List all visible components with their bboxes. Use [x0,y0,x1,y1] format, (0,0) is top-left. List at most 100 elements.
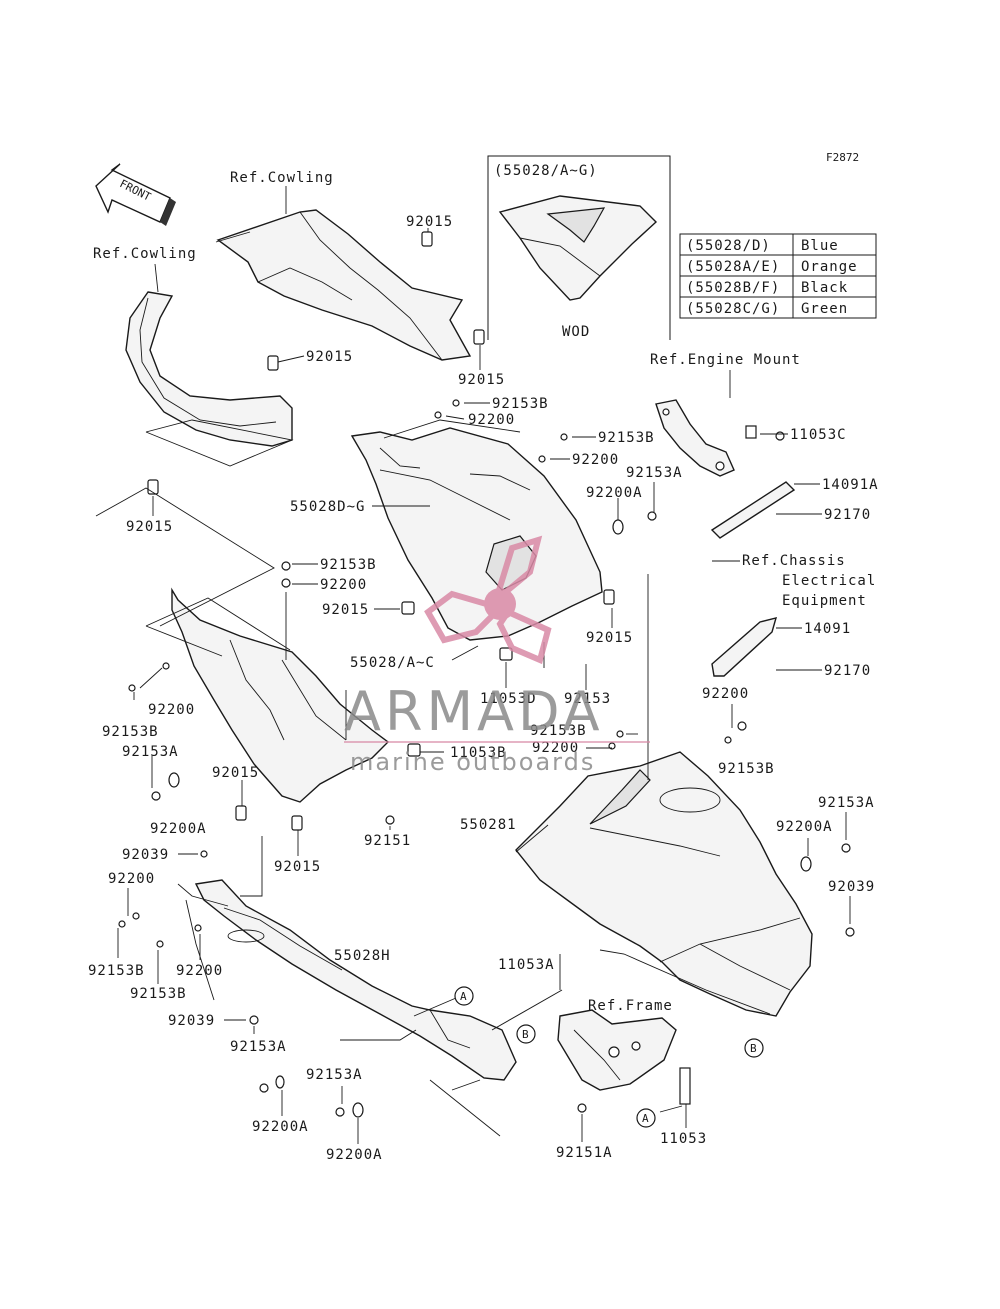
svg-text:A: A [642,1112,649,1125]
part-label: 92153B [492,396,549,412]
ref-chassis-line2: Electrical [782,573,876,589]
part-label: 92200A [150,821,207,837]
part-label: 92039 [168,1013,215,1029]
part-label: 92153A [306,1067,363,1083]
part-label: 11053B [450,745,507,761]
callout-a: A [454,986,474,1006]
bracket-14091-part [711,617,778,677]
front-arrow-icon: FRONT [95,163,176,226]
part-label: 92170 [824,663,871,679]
part-label: 92170 [824,507,871,523]
part-label: 92153B [88,963,145,979]
part-label: 92153B [530,723,587,739]
ref-cowling-left: Ref.Cowling [93,246,197,262]
upper-cowling-part [215,209,472,361]
ref-chassis-line3: Equipment [782,593,867,609]
part-label: 11053C [790,427,847,443]
side-fairing-550281-part [515,751,813,1017]
part-label: 14091 [804,621,851,637]
part-labels: 92015 92015 92015 92015 92153B 92200 921… [88,214,879,1163]
part-label: 92200 [702,686,749,702]
part-label: 92153B [598,430,655,446]
part-label: 55028D~G [290,499,365,515]
part-label: 92015 [458,372,505,388]
part-label: 92200 [572,452,619,468]
watermark-brand: ARMADA [344,680,604,743]
part-label: 92200A [586,485,643,501]
part-label: 92200 [468,412,515,428]
ref-cowling-top: Ref.Cowling [230,170,334,186]
part-label: 92151 [364,833,411,849]
inset-title: (55028/A~G) [494,163,598,179]
part-label: 92015 [274,859,321,875]
inset-note: WOD [562,324,590,340]
part-label: 92015 [322,602,369,618]
side-fairing-55028A-part [145,587,390,803]
color-row-code: (55028C/G) [686,301,780,317]
part-label: 92200 [148,702,195,718]
part-label: 92153B [102,724,159,740]
inner-panel-55028D-part [350,419,603,641]
part-label: 92015 [406,214,453,230]
part-label: 11053A [498,957,555,973]
color-row-code: (55028/D) [686,238,771,254]
part-label: 92153B [130,986,187,1002]
part-label: 92039 [122,847,169,863]
callout-b: B [744,1038,764,1058]
part-label: 92153A [818,795,875,811]
ref-engine-mount: Ref.Engine Mount [650,352,801,368]
color-row-code: (55028A/E) [686,259,780,275]
part-label: 14091A [822,477,879,493]
figure-code: F2872 [826,151,859,164]
part-label: 92200A [776,819,833,835]
part-label: 55028/A~C [350,655,435,671]
color-row-color: Black [801,280,848,296]
color-row-color: Green [801,301,848,317]
color-row-color: Blue [801,238,839,254]
part-label: 92153A [230,1039,287,1055]
part-label: 92153 [564,691,611,707]
part-label: 92039 [828,879,875,895]
part-label: 55028H [334,948,391,964]
callout-b: B [516,1024,536,1044]
part-label: 11053D [480,691,537,707]
ref-chassis-line1: Ref.Chassis [742,553,846,569]
watermark-tagline: marine outboards [350,748,595,776]
color-table: (55028/D) Blue (55028A/E) Orange (55028B… [679,233,877,319]
inset-box: (55028/A~G) WOD [487,155,671,340]
side-cowling-ref-part [125,291,294,467]
part-label: 92015 [126,519,173,535]
leader-lines [95,228,851,1144]
part-label: 92200 [108,871,155,887]
part-label: 92151A [556,1145,613,1161]
part-label: 92015 [586,630,633,646]
part-label: 92200A [252,1119,309,1135]
frame-bracket-part [557,1009,677,1091]
fasteners [118,231,855,1118]
part-label: 92015 [212,765,259,781]
armada-logo-icon [424,535,552,665]
svg-text:B: B [522,1028,529,1041]
part-label: 11053 [660,1131,707,1147]
lower-cowl-55028H-part [194,879,517,1081]
part-label: 92153B [320,557,377,573]
part-label: 92200 [176,963,223,979]
part-label: 92153A [626,465,683,481]
ref-frame: Ref.Frame [588,998,673,1014]
part-label: 92015 [306,349,353,365]
part-label: 92200 [532,740,579,756]
bracket-14091A-part [710,481,796,539]
color-row-code: (55028B/F) [686,280,780,296]
svg-text:A: A [460,990,467,1003]
part-label: 92200 [320,577,367,593]
part-label: 92153B [718,761,775,777]
svg-text:B: B [750,1042,757,1055]
callout-a: A [636,1108,656,1128]
part-label: 92200A [326,1147,383,1163]
engine-mount-bracket-part [655,399,735,477]
part-label: 92153A [122,744,179,760]
color-row-color: Orange [801,259,858,275]
armada-watermark: ARMADA marine outboards [344,535,650,776]
part-label: 550281 [460,817,517,833]
